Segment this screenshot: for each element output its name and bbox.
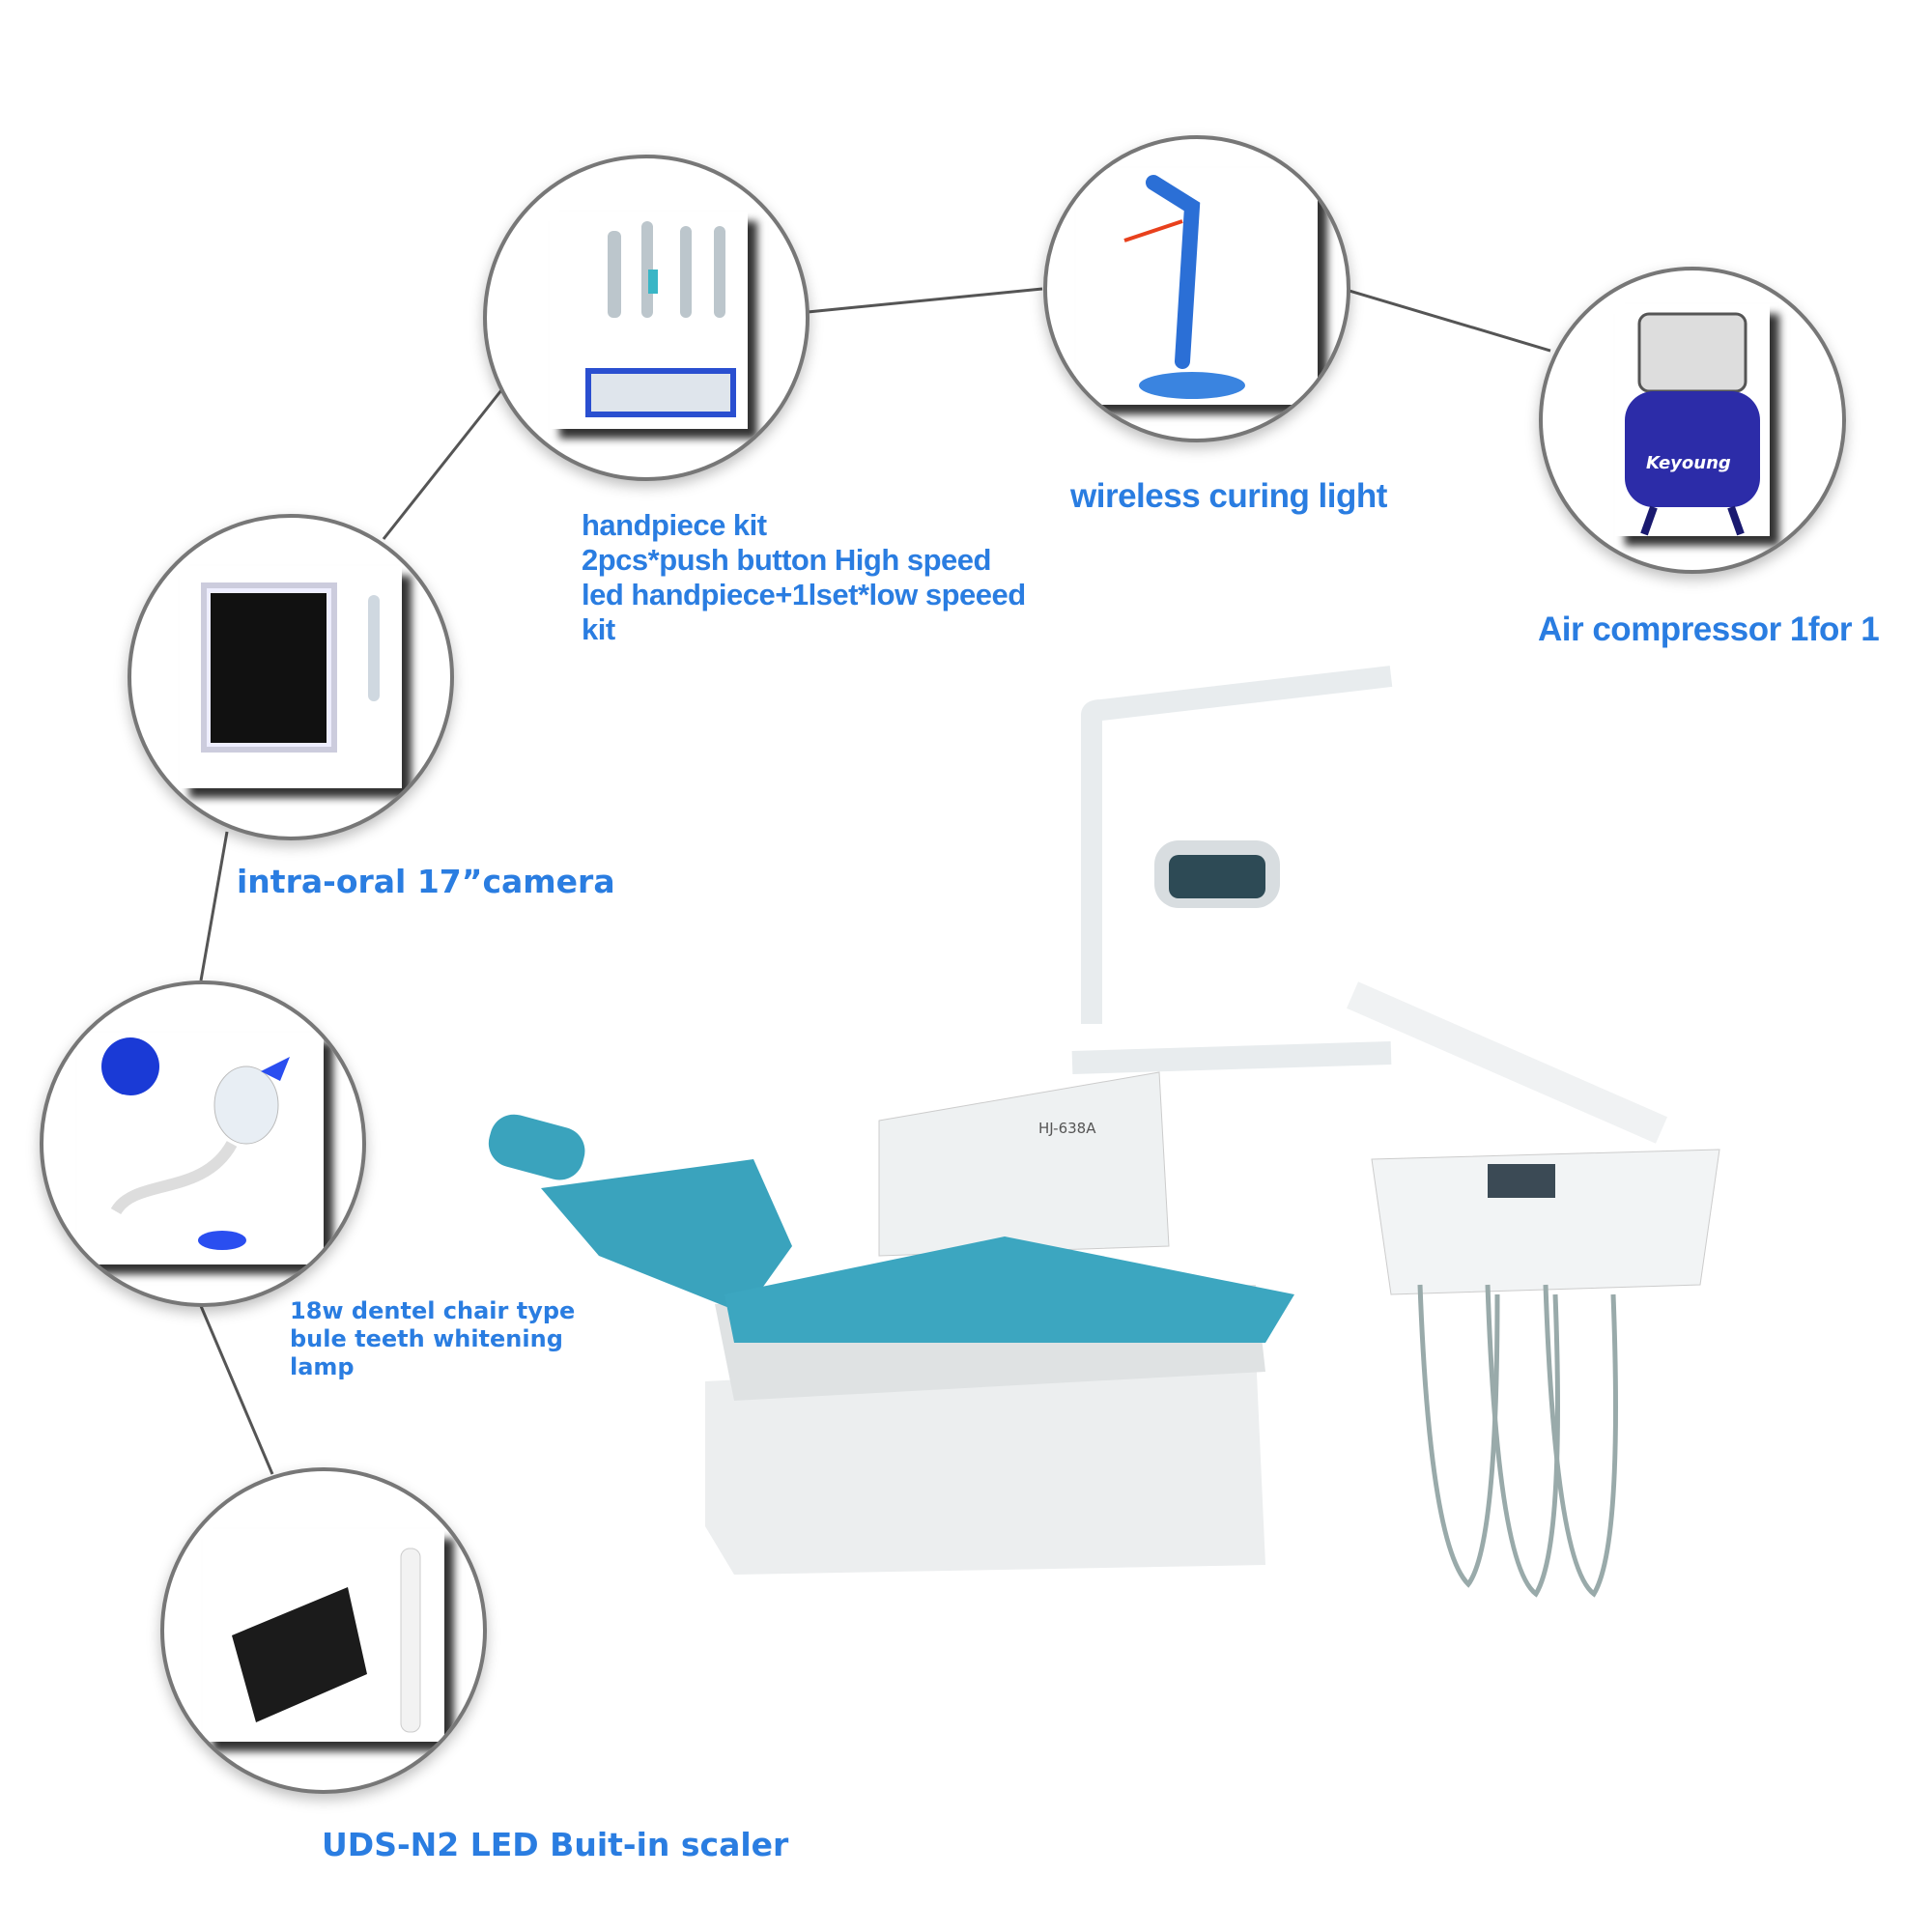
label-line: handpiece kit [582,508,767,542]
whitening-lamp-icon [77,1033,324,1264]
label-line: lamp [290,1353,355,1380]
whitening-lamp-circle [40,980,366,1307]
handpiece-kit-icon [550,212,748,429]
whitening-lamp-label: 18w dentel chair type bule teeth whiteni… [290,1297,575,1381]
curing-light-label: wireless curing light [1070,477,1387,515]
label-line: bule teeth whitening [290,1325,563,1352]
air-compressor-label: Air compressor 1for 1 [1538,611,1880,648]
intraoral-camera-label: intra-oral 17”camera [237,863,615,900]
handpiece-kit-label: handpiece kit 2pcs*push button High spee… [582,508,1026,647]
chair-model-label: HJ-638A [1038,1120,1096,1137]
compressor-brand-label: Keyoung [1646,453,1731,473]
air-compressor-circle: Keyoung [1539,267,1846,574]
intraoral-camera-circle [128,514,454,840]
label-line: 18w dentel chair type [290,1297,576,1324]
handpiece-kit-circle [483,155,810,481]
air-compressor-icon: Keyoung [1615,304,1770,536]
label-line: 2pcs*push button High speed [582,543,991,577]
curing-light-icon [1076,168,1318,405]
label-line: kit [582,612,615,646]
intraoral-camera-icon [180,566,402,788]
scaler-circle [160,1467,487,1794]
scaler-label: UDS-N2 LED Buit-in scaler [322,1826,789,1863]
label-line: led handpiece+1lset*low speeed [582,578,1026,611]
scaler-icon [203,1529,444,1742]
curing-light-circle [1043,135,1350,442]
